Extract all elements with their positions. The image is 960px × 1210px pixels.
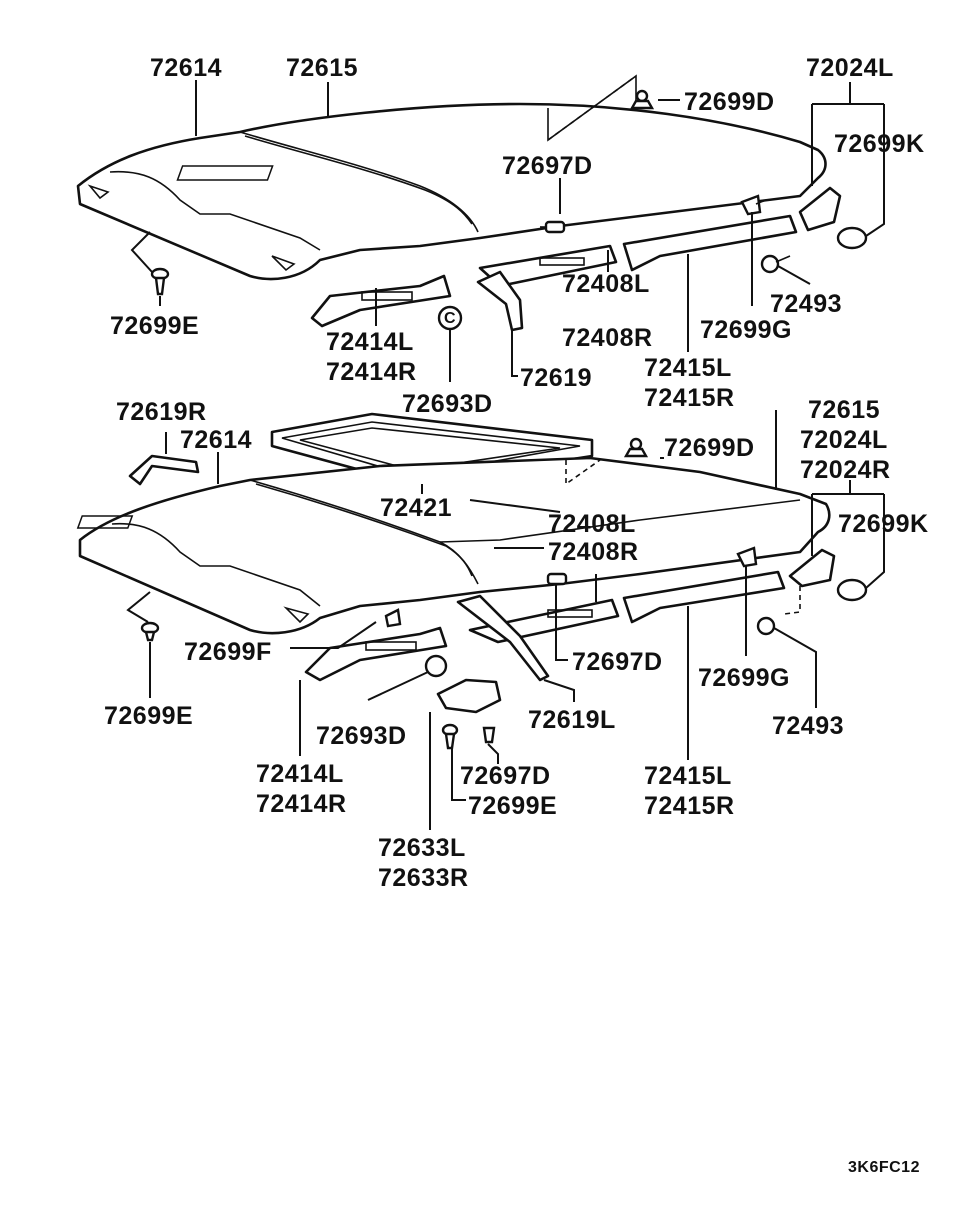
lower-trim-72414	[304, 626, 448, 682]
label-upper-72693d: 72693D	[402, 390, 493, 418]
lower-assembly	[76, 410, 885, 830]
label-upper-72414l: 72414L	[326, 328, 414, 356]
label-lower-72699k: 72699K	[838, 510, 929, 538]
svg-text:C: C	[444, 310, 456, 327]
label-upper-72699k: 72699K	[834, 130, 925, 158]
label-lower-72615: 72615	[808, 396, 880, 424]
label-lower-72699e: 72699E	[104, 702, 193, 730]
lower-headlining-panel	[78, 456, 831, 635]
upper-clip-72699g-icon	[740, 194, 767, 216]
label-lower-72619l: 72619L	[528, 706, 616, 734]
diagram-code: 3K6FC12	[848, 1159, 920, 1176]
label-lower-72633r: 72633R	[378, 864, 469, 892]
label-lower-72408r: 72408R	[548, 538, 639, 566]
upper-clip-72699d-icon	[629, 89, 655, 110]
lower-clip-72699g-icon	[736, 546, 758, 568]
label-lower-72619r: 72619R	[116, 398, 207, 426]
label-lower-72421: 72421	[380, 494, 452, 522]
upper-cap-72693d	[437, 305, 463, 331]
label-upper-72614: 72614	[150, 54, 222, 82]
lower-clip-72699f-icon	[384, 608, 402, 628]
label-upper-72699e: 72699E	[110, 312, 199, 340]
label-upper-72493: 72493	[770, 290, 842, 318]
upper-clip-72699e-icon	[150, 267, 170, 296]
label-lower-72408l: 72408L	[548, 510, 636, 538]
label-lower-72633l: 72633L	[378, 834, 466, 862]
label-lower-72697d-bottom: 72697D	[460, 762, 551, 790]
label-upper-72408l: 72408L	[562, 270, 650, 298]
upper-clip-72699k-icon	[836, 226, 868, 250]
upper-hook-72619	[476, 270, 524, 332]
lower-cap-72693d	[424, 654, 448, 678]
label-upper-72408r: 72408R	[562, 324, 653, 352]
label-upper-72615: 72615	[286, 54, 358, 82]
lower-clip-72699d-icon	[623, 437, 649, 458]
label-lower-72614: 72614	[180, 426, 252, 454]
upper-screw-72493-icon	[760, 254, 791, 274]
upper-bracket-72024l	[798, 186, 842, 232]
label-upper-72619: 72619	[520, 364, 592, 392]
label-lower-72693d: 72693D	[316, 722, 407, 750]
label-lower-72493: 72493	[772, 712, 844, 740]
label-lower-72024r: 72024R	[800, 456, 891, 484]
label-lower-72024l: 72024L	[800, 426, 888, 454]
lower-bracket-72024	[788, 548, 836, 588]
label-upper-72024l: 72024L	[806, 54, 894, 82]
lower-screw-72493-icon	[756, 616, 776, 636]
label-lower-72699f: 72699F	[184, 638, 272, 666]
lower-clip-72699k-icon	[836, 578, 868, 602]
bracket-72633	[436, 678, 502, 714]
label-lower-72414l: 72414L	[256, 760, 344, 788]
upper-screw-72697d-icon	[540, 220, 566, 234]
label-lower-72414r: 72414R	[256, 790, 347, 818]
label-lower-72699d: 72699D	[664, 434, 755, 462]
label-upper-72699g: 72699G	[700, 316, 792, 344]
lower-trim-72415	[622, 570, 786, 624]
label-lower-72415l: 72415L	[644, 762, 732, 790]
label-upper-72699d: 72699D	[684, 88, 775, 116]
label-lower-72699g: 72699G	[698, 664, 790, 692]
upper-headlining-panel	[76, 102, 827, 281]
label-upper-72415l: 72415L	[644, 354, 732, 382]
label-upper-72697d: 72697D	[502, 152, 593, 180]
lower-clip-72699e-bottom-icon	[441, 723, 459, 750]
label-upper-72415r: 72415R	[644, 384, 735, 412]
label-lower-72699e-bottom: 72699E	[468, 792, 557, 820]
label-lower-72415r: 72415R	[644, 792, 735, 820]
lower-clip-72699e-icon	[140, 621, 160, 642]
label-upper-72414r: 72414R	[326, 358, 417, 386]
bracket-72619r	[128, 454, 200, 486]
upper-assembly: C	[76, 74, 885, 382]
upper-trim-72414	[310, 274, 452, 328]
lower-screw-72697d-icon	[546, 572, 568, 586]
lower-screw-72697d-bottom-icon	[482, 726, 496, 744]
lower-hook-72619l	[456, 594, 550, 682]
label-lower-72697d: 72697D	[572, 648, 663, 676]
